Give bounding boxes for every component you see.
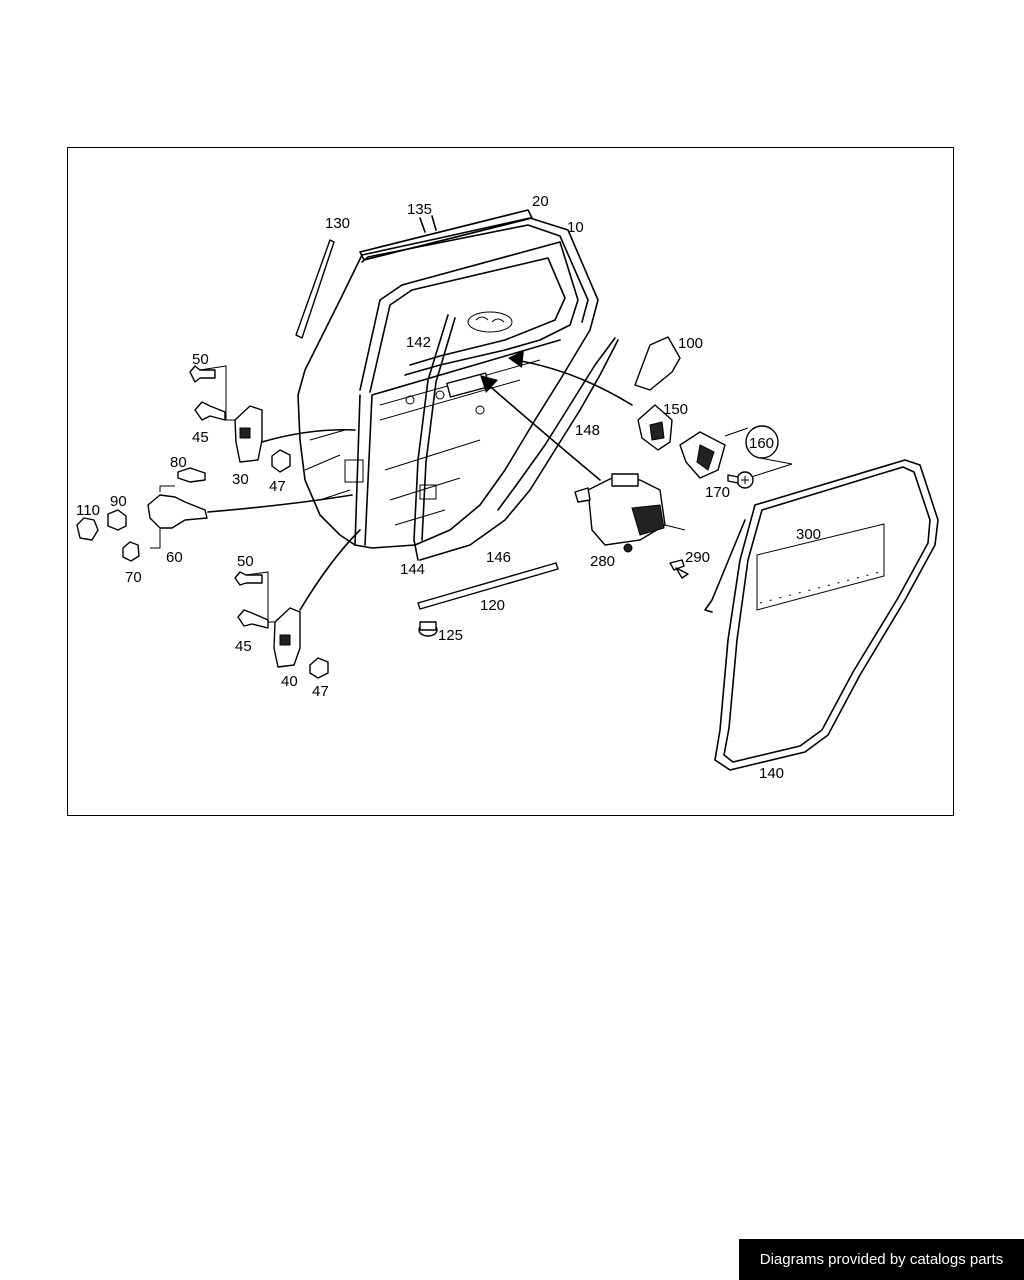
callout-170: 170 (705, 484, 730, 501)
bracket-150 (637, 404, 673, 451)
callout-135: 135 (407, 201, 432, 218)
sound-panel-300 (756, 523, 885, 611)
callout-100: 100 (678, 335, 703, 352)
callout-90: 90 (110, 493, 127, 510)
parts-diagram-frame (67, 147, 954, 816)
callout-110: 110 (76, 502, 100, 519)
door-seal-140 (704, 459, 939, 771)
bolt-45-upper (194, 401, 226, 421)
door-shell (297, 217, 599, 549)
window-regulator-280 (574, 473, 686, 553)
callout-60: 60 (166, 549, 183, 566)
callout-70: 70 (125, 569, 142, 586)
callout-150: 150 (663, 401, 688, 418)
diagram-credit-banner: Diagrams provided by catalogs parts (739, 1239, 1024, 1280)
callout-142: 142 (406, 334, 431, 351)
callout-45-lower: 45 (235, 638, 252, 655)
window-channel (413, 314, 449, 561)
callout-120: 120 (480, 597, 505, 614)
callout-47-lower: 47 (312, 683, 329, 700)
callout-50-lower: 50 (237, 553, 254, 570)
nut-70 (122, 541, 140, 562)
callout-30: 30 (232, 471, 249, 488)
callout-146: 146 (486, 549, 511, 566)
clip-290 (669, 559, 689, 579)
bolt-45-lower (237, 609, 269, 629)
lower-hinge-group (234, 571, 329, 679)
trim-strip-130 (295, 239, 335, 339)
seal-strip-146 (419, 339, 619, 561)
callout-20: 20 (532, 193, 549, 210)
callout-labels: 10 20 30 40 45 45 47 47 50 50 60 70 80 9… (76, 193, 821, 782)
callout-45-upper: 45 (192, 429, 209, 446)
cover-100 (634, 336, 681, 391)
seal-strip-148 (497, 337, 616, 511)
nut-110 (76, 517, 99, 541)
callout-50-upper: 50 (192, 351, 209, 368)
lock-cover-160 (679, 425, 793, 479)
door-check-group (76, 467, 208, 562)
guide-rail-135 (419, 215, 437, 233)
grommet-125 (418, 621, 438, 637)
callout-148: 148 (575, 422, 600, 439)
bolt-50-lower (234, 571, 263, 586)
callout-144: 144 (400, 561, 425, 578)
callout-300: 300 (796, 526, 821, 543)
washer-90 (107, 509, 127, 531)
nut-47-upper (271, 449, 291, 473)
bolt-80 (177, 467, 206, 483)
callout-47-upper: 47 (269, 478, 286, 495)
door-check-60 (147, 494, 208, 529)
upper-hinge-group (189, 365, 291, 473)
callout-80: 80 (170, 454, 187, 471)
nut-47-lower (309, 657, 329, 679)
callout-290: 290 (685, 549, 710, 566)
bottom-rail-120 (417, 562, 559, 610)
callout-140: 140 (759, 765, 784, 782)
callout-160: 160 (749, 435, 774, 452)
callout-125: 125 (438, 627, 463, 644)
frame-molding (359, 209, 533, 261)
bolt-50-upper (189, 365, 216, 383)
callout-40: 40 (281, 673, 298, 690)
screw-170 (727, 471, 754, 489)
callout-280: 280 (590, 553, 615, 570)
callout-10: 10 (567, 219, 584, 236)
callout-130: 130 (325, 215, 350, 232)
assembly-arrows (207, 350, 633, 611)
